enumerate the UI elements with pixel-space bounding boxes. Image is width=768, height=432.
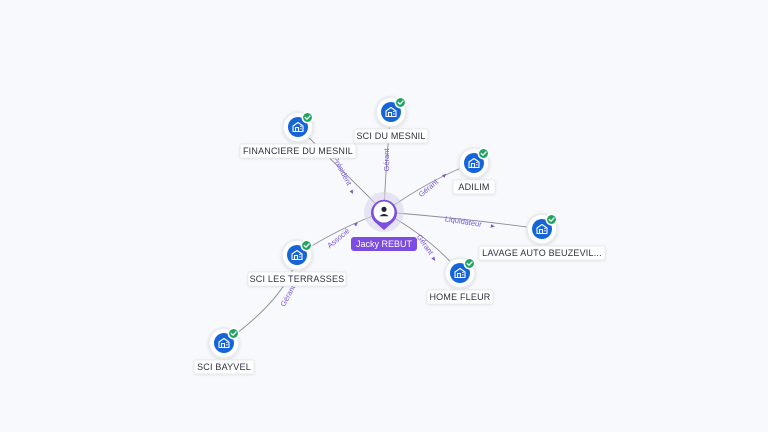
node-label-box bbox=[353, 128, 429, 144]
node-label-box bbox=[193, 359, 255, 375]
edge-label: Liquidateur bbox=[444, 214, 483, 229]
company-node-sci-bayvel[interactable]: SCI BAYVEL bbox=[193, 327, 255, 375]
company-name: SCI BAYVEL bbox=[197, 362, 251, 372]
edge-arrow-icon bbox=[353, 222, 358, 227]
company-node-sci-les-terrasses[interactable]: SCI LES TERRASSES bbox=[247, 239, 347, 287]
company-name: SCI DU MESNIL bbox=[356, 131, 425, 141]
company-node-financiere-du-mesnil[interactable]: FINANCIERE DU MESNIL bbox=[239, 111, 357, 159]
verified-check-icon bbox=[227, 327, 240, 340]
building-icon bbox=[468, 157, 480, 169]
node-label-box bbox=[239, 143, 357, 159]
person-pin-icon bbox=[371, 199, 398, 230]
node-label-box bbox=[452, 179, 496, 195]
company-name: LAVAGE AUTO BEUZEVIL... bbox=[482, 248, 602, 258]
company-node-lavage-auto-beuzeville[interactable]: LAVAGE AUTO BEUZEVIL... bbox=[478, 213, 606, 261]
verified-check-icon bbox=[477, 147, 490, 160]
center-person-name: Jacky REBUT bbox=[356, 239, 413, 249]
building-icon bbox=[218, 337, 230, 349]
verified-check-icon bbox=[301, 111, 314, 124]
building-icon bbox=[291, 249, 303, 261]
verified-check-icon bbox=[545, 213, 558, 226]
building-icon bbox=[454, 267, 466, 279]
building-icon bbox=[385, 106, 397, 118]
center-label-box bbox=[351, 237, 417, 251]
node-label-box bbox=[426, 289, 494, 305]
edge-label: Associé bbox=[325, 226, 351, 250]
edge-arrow-icon bbox=[490, 224, 495, 228]
center-person-node[interactable]: Jacky REBUT bbox=[351, 192, 417, 251]
edge-arrow-icon bbox=[442, 173, 447, 178]
edge-arrow-icon bbox=[431, 256, 436, 261]
company-name: ADILIM bbox=[458, 182, 489, 192]
verified-check-icon bbox=[394, 96, 407, 109]
company-name: FINANCIERE DU MESNIL bbox=[243, 146, 353, 156]
verified-check-icon bbox=[463, 257, 476, 270]
edge-label: Gérant bbox=[278, 283, 297, 308]
edge-label: Gérant bbox=[417, 177, 441, 199]
company-node-adilim[interactable]: ADILIM bbox=[452, 147, 496, 195]
edge-label: Gérant bbox=[382, 148, 391, 172]
company-node-home-fleur[interactable]: HOME FLEUR bbox=[426, 257, 494, 305]
verified-check-icon bbox=[300, 239, 313, 252]
company-name: SCI LES TERRASSES bbox=[250, 274, 345, 284]
building-icon bbox=[536, 223, 548, 235]
node-label-box bbox=[478, 245, 606, 261]
building-icon bbox=[292, 121, 304, 133]
node-label-box bbox=[247, 271, 347, 287]
edge-arrow-icon bbox=[349, 189, 354, 195]
company-name: HOME FLEUR bbox=[429, 292, 490, 302]
edge-label: Président bbox=[331, 155, 354, 188]
company-node-sci-du-mesnil[interactable]: SCI DU MESNIL bbox=[353, 96, 429, 144]
